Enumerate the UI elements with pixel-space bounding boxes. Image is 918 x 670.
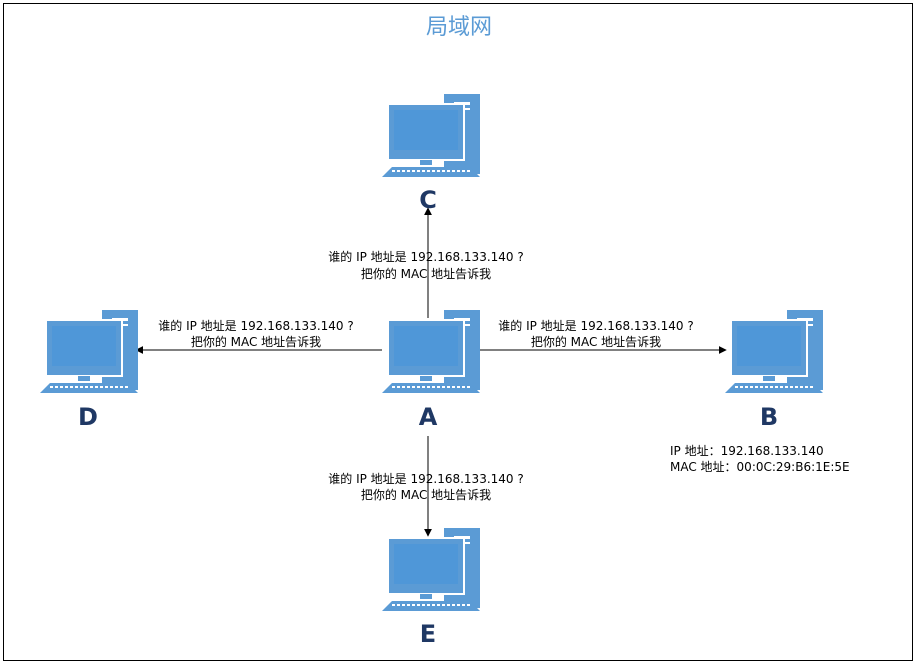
message-to-b-line1: 谁的 IP 地址是 192.168.133.140 ? [498,318,693,333]
computer-e-icon [381,527,481,612]
node-label-c: C [419,186,437,214]
message-to-b-line2: 把你的 MAC 地址告诉我 [531,334,661,349]
node-label-e: E [420,620,436,648]
computer-c-icon [381,93,481,178]
b-ip-address: IP 地址：192.168.133.140 [670,444,824,458]
message-to-d-line2: 把你的 MAC 地址告诉我 [191,334,321,349]
node-label-d: D [78,403,98,431]
node-label-b: B [760,403,778,431]
node-label-a: A [419,403,438,431]
computer-d-icon [39,309,139,394]
message-to-e-line1: 谁的 IP 地址是 192.168.133.140 ? [328,471,523,486]
message-to-c-line2: 把你的 MAC 地址告诉我 [361,266,491,281]
b-mac-address: MAC 地址：00:0C:29:B6:1E:5E [670,460,850,474]
diagram-frame [3,3,913,661]
diagram-title: 局域网 [426,15,492,40]
message-to-c-line1: 谁的 IP 地址是 192.168.133.140 ? [328,249,523,264]
computer-a-icon [381,309,481,394]
computer-b-icon [724,309,824,394]
message-to-d-line1: 谁的 IP 地址是 192.168.133.140 ? [158,318,353,333]
message-to-e-line2: 把你的 MAC 地址告诉我 [361,487,491,502]
